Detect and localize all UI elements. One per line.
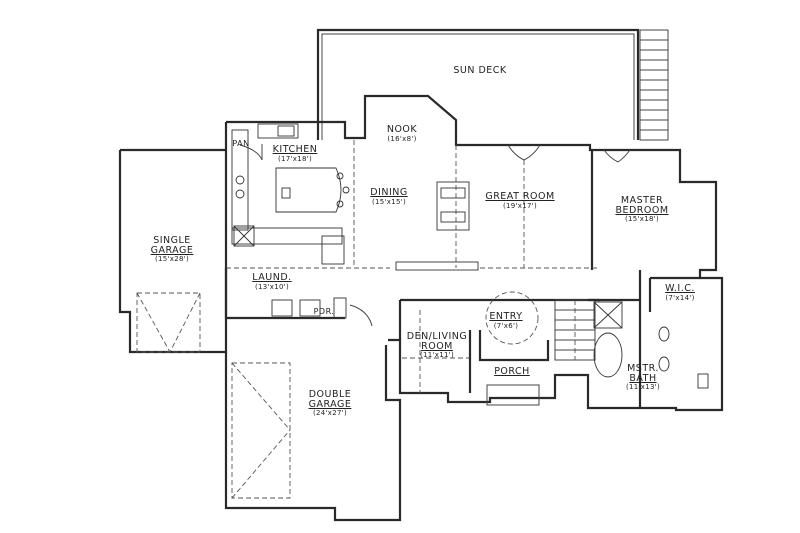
double-garage-label: DOUBLE GARAGE (24'x27') [308,389,352,417]
sun-deck-outline [316,28,669,141]
laundry-label: LAUND. (13'x10') [252,272,292,291]
nook-label: NOOK (16'x8') [386,124,418,143]
den-living-label: DEN/LIVING ROOM (11'x11') [406,331,468,359]
kitchen-fixtures [231,123,350,265]
powder-label: PDR. [313,307,335,316]
kitchen-label: KITCHEN (17'x18') [272,144,318,163]
exterior-walls [118,94,724,522]
pantry-label: PAN [232,139,250,148]
laundry-fixtures [224,268,373,327]
wic-label: W.I.C. (7'x14') [665,283,695,302]
master-bath-fixtures [588,270,709,408]
single-garage-label: SINGLE GARAGE (15'x28') [150,235,194,263]
master-bath-label: MSTR. BATH (11'x13') [626,363,660,391]
dining-label: DINING (15'x15') [370,187,408,206]
sun-deck-label: SUN DECK [453,65,507,76]
porch-label: PORCH [494,366,530,377]
dining-table [436,181,470,231]
master-bedroom-label: MASTER BEDROOM (15'x18') [615,195,669,223]
entry-den-walls [398,291,596,406]
great-room-label: GREAT ROOM (19'x17') [485,191,555,210]
great-room-fixtures [395,144,631,271]
entry-label: ENTRY (7'x6') [489,311,523,330]
